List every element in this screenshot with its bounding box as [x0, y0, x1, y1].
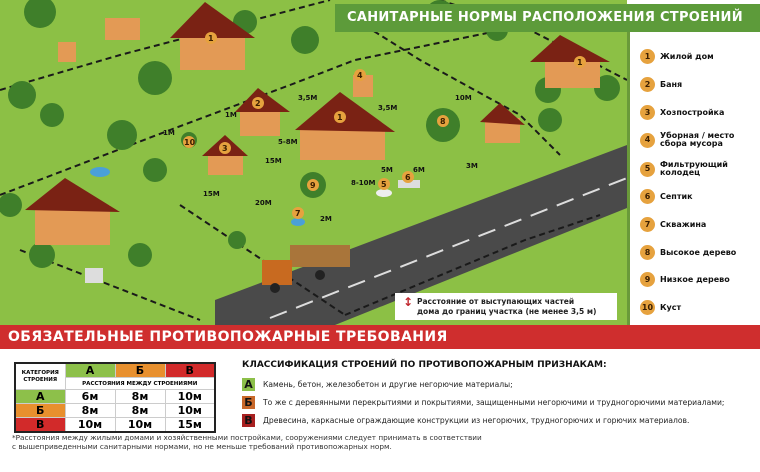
svg-text:2М: 2М — [320, 215, 332, 223]
road-marking — [269, 177, 627, 319]
svg-text:1: 1 — [577, 58, 583, 67]
marker: 4 — [354, 69, 366, 81]
marker: 1 — [574, 56, 586, 68]
marker: 9 — [307, 179, 319, 191]
marker: 1 — [334, 111, 346, 123]
classification: КЛАССИФИКАЦИЯ СТРОЕНИЙ ПО ПРОТИВОПОЖАРНЫ… — [242, 360, 725, 432]
marker: 5 — [378, 178, 390, 190]
footnote: *Расстояния между жилыми домами и хозяйс… — [12, 433, 482, 451]
svg-text:15М: 15М — [203, 190, 220, 198]
svg-text:3: 3 — [222, 144, 228, 153]
note-line: дома до границ участка (не менее 3,5 м) — [417, 307, 597, 316]
svg-text:3,5М: 3,5М — [298, 94, 317, 102]
svg-text:8: 8 — [440, 117, 446, 126]
svg-text:6: 6 — [405, 173, 411, 182]
up-down-arrow-icon: ↕ — [403, 295, 414, 309]
svg-text:4: 4 — [357, 71, 363, 80]
marker: 8 — [437, 115, 449, 127]
svg-text:2: 2 — [255, 99, 261, 108]
svg-text:1: 1 — [208, 34, 214, 43]
svg-text:6М: 6М — [413, 166, 425, 174]
svg-text:7: 7 — [295, 209, 301, 218]
marker: 7 — [292, 207, 304, 219]
distance-labels: 3,5М 3,5М 10М 1М 1М 5-8М 15М 5М 6М 3М 8-… — [163, 94, 478, 223]
marker: 6 — [402, 171, 414, 183]
marker: 1 — [205, 32, 217, 44]
svg-text:10: 10 — [184, 138, 196, 147]
svg-text:1М: 1М — [225, 111, 237, 119]
map-markers: 1 1 1 2 3 4 5 6 7 8 9 10 — [183, 32, 586, 219]
marker: 10 — [183, 136, 196, 148]
svg-text:1М: 1М — [163, 129, 175, 137]
houses — [25, 2, 610, 283]
note-line: Расстояние от выступающих частей — [417, 297, 575, 306]
truck — [262, 245, 350, 293]
classification-title: КЛАССИФИКАЦИЯ СТРОЕНИЙ ПО ПРОТИВОПОЖАРНЫ… — [242, 360, 607, 370]
svg-text:5: 5 — [381, 180, 387, 189]
svg-text:5М: 5М — [381, 166, 393, 174]
marker: 2 — [252, 97, 264, 109]
svg-text:3,5М: 3,5М — [378, 104, 397, 112]
svg-text:5-8М: 5-8М — [278, 138, 298, 146]
site-plan-illustration: 3,5М 3,5М 10М 1М 1М 5-8М 15М 5М 6М 3М 8-… — [0, 0, 627, 325]
page-title: САНИТАРНЫЕ НОРМЫ РАСПОЛОЖЕНИЯ СТРОЕНИЙ — [335, 4, 760, 32]
svg-text:9: 9 — [310, 181, 316, 190]
marker: 3 — [219, 142, 231, 154]
road — [215, 145, 627, 325]
svg-text:10М: 10М — [455, 94, 472, 102]
svg-text:3М: 3М — [466, 162, 478, 170]
setback-note: ↕ Расстояние от выступающих частей дома … — [395, 293, 617, 320]
svg-text:15М: 15М — [265, 157, 282, 165]
svg-text:20М: 20М — [255, 199, 272, 207]
svg-text:8-10М: 8-10М — [351, 179, 376, 187]
fire-section-title: ОБЯЗАТЕЛЬНЫЕ ПРОТИВОПОЖАРНЫЕ ТРЕБОВАНИЯ — [0, 325, 760, 349]
svg-text:1: 1 — [337, 113, 343, 122]
